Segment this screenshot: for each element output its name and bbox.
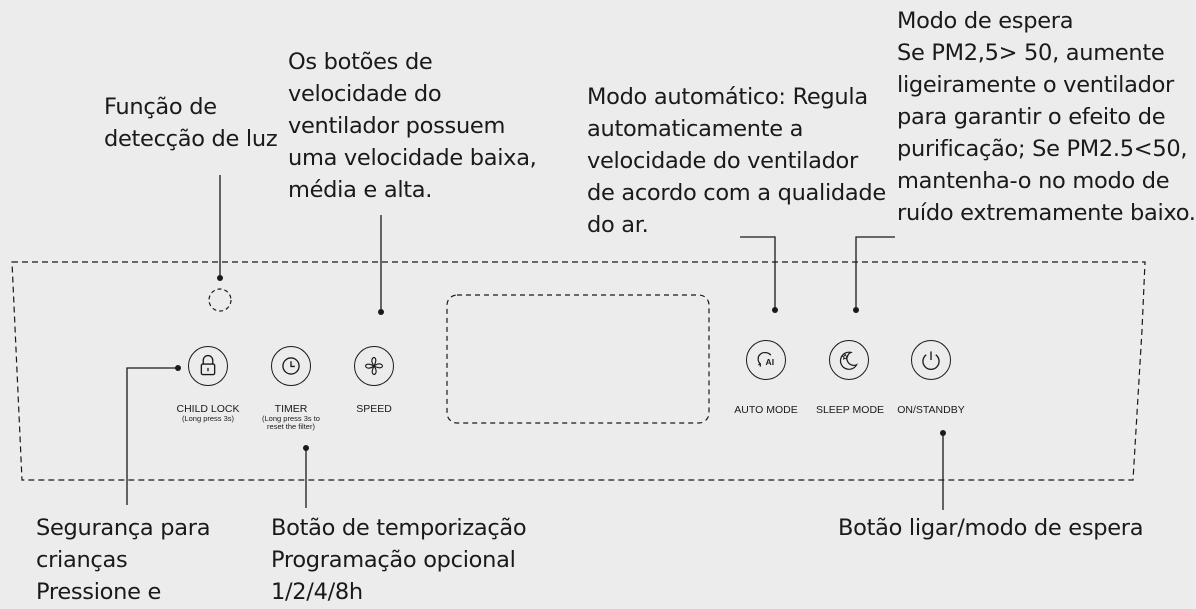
timer-label: TIMER (Long press 3s to reset the filter… xyxy=(262,403,320,431)
speed-label: SPEED xyxy=(356,403,392,415)
fan-icon xyxy=(364,356,384,376)
child-lock-label: CHILD LOCK (Long press 3s) xyxy=(176,403,240,423)
svg-text:AI: AI xyxy=(766,357,775,367)
sleep-mode-label: SLEEP MODE xyxy=(815,404,885,416)
panel-outline xyxy=(11,261,1146,481)
auto-mode-button[interactable]: AI xyxy=(746,340,786,380)
light-sensor-outline xyxy=(208,288,232,312)
timer-button[interactable] xyxy=(271,346,311,386)
lock-icon xyxy=(200,354,216,376)
sleep-mode-annotation: Modo de espera Se PM2,5> 50, aumente lig… xyxy=(897,8,1196,226)
power-icon xyxy=(922,351,940,371)
on-standby-annotation: Botão ligar/modo de espera xyxy=(838,515,1144,541)
ai-head-icon: AI xyxy=(757,351,775,367)
fan-speed-annotation: Os botões de velocidade do ventilador po… xyxy=(288,49,537,203)
on-standby-button[interactable] xyxy=(911,340,951,380)
on-standby-label: ON/STANDBY xyxy=(897,404,965,416)
light-detection-annotation: Função de detecção de luz xyxy=(104,94,278,152)
display-outline xyxy=(446,294,710,424)
moon-star-icon xyxy=(839,351,859,370)
auto-mode-annotation: Modo automático: Regula automaticamente … xyxy=(587,84,886,238)
speed-button[interactable] xyxy=(354,346,394,386)
auto-mode-label: AUTO MODE xyxy=(734,404,798,416)
clock-icon xyxy=(282,357,300,375)
child-lock-annotation: Segurança para crianças Pressione e xyxy=(36,515,211,605)
sleep-mode-button[interactable] xyxy=(829,340,869,380)
timer-annotation: Botão de temporização Programação opcion… xyxy=(271,515,527,605)
child-lock-button[interactable] xyxy=(188,346,228,386)
